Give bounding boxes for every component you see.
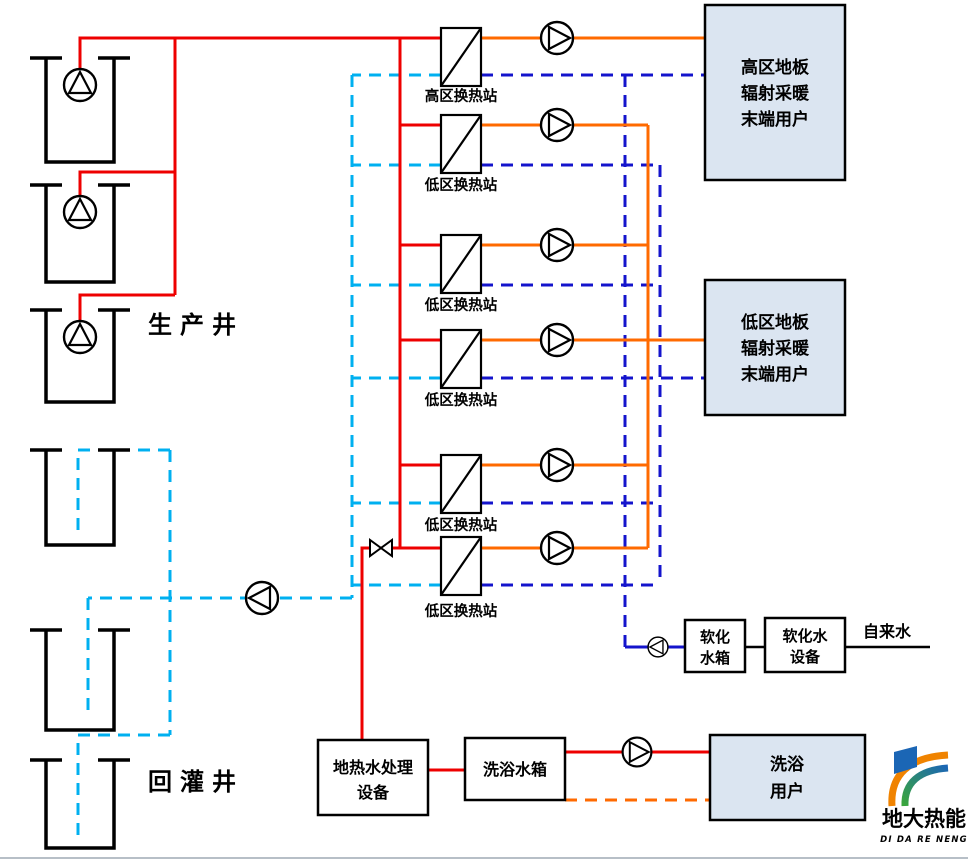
logo-swoosh-inner-icon — [901, 764, 949, 807]
well-body — [44, 310, 116, 404]
heat-exchanger-5 — [439, 453, 483, 515]
svg-text:高区地板: 高区地板 — [741, 57, 810, 78]
svg-text:用户: 用户 — [770, 781, 804, 802]
logo-name: 地大热能 — [882, 807, 966, 831]
bath-user-box — [708, 733, 867, 822]
svg-text:辐射采暖: 辐射采暖 — [741, 338, 810, 359]
exchanger-4-label: 低区换热站 — [424, 391, 498, 409]
logo-subtitle: DI DA RE NENG — [880, 835, 968, 845]
well-pump-2-icon — [62, 194, 98, 230]
labels: 生产井 回灌井 高区换热站 低区换热站 低区换热站 低区换热站 低区换热站 低区… — [148, 57, 912, 802]
well1-riser-and-header — [78, 36, 441, 69]
exchanger-1-label: 高区换热站 — [425, 87, 498, 105]
soft-water-device-box — [763, 616, 847, 674]
reinjection-well-label: 回灌井 — [148, 768, 244, 796]
high-zone-user-label: 高区地板 辐射采暖 末端用户 — [741, 57, 810, 130]
svg-text:末端用户: 末端用户 — [741, 109, 809, 130]
well-body — [44, 185, 116, 284]
reinjection-drop-well-a — [76, 448, 170, 538]
svg-text:软化水: 软化水 — [782, 627, 828, 645]
heat-exchanger-6 — [439, 535, 483, 597]
well-body — [44, 630, 116, 732]
heat-exchanger-2 — [439, 113, 483, 175]
primary-supply-pipes — [78, 36, 710, 772]
heat-exchanger-4 — [439, 328, 483, 390]
exchanger-2-label: 低区换热站 — [424, 176, 498, 194]
exchanger-diagonal — [440, 536, 482, 596]
bath-tank-box — [463, 736, 567, 802]
reinjection-well-1 — [30, 448, 130, 547]
geothermal-treatment-label: 地热水处理 设备 — [333, 758, 413, 802]
well-body — [44, 760, 116, 850]
circulation-pump-3-icon — [539, 227, 575, 263]
circulation-pump-1-icon — [539, 20, 575, 56]
svg-text:软化: 软化 — [700, 628, 730, 646]
exchanger-3-label: 低区换热站 — [424, 296, 498, 314]
svg-text:水箱: 水箱 — [700, 649, 730, 667]
exchanger-diagonal — [440, 329, 482, 389]
exchanger-5-label: 低区换热站 — [424, 516, 498, 534]
logo-flag-icon — [894, 746, 917, 774]
valve-left-triangle — [369, 538, 383, 558]
circulation-pump-4-icon — [539, 322, 575, 358]
reinjection-well-2 — [30, 628, 130, 732]
reinjection-pipes — [76, 73, 441, 838]
well-body — [44, 58, 116, 164]
bath-tank-label: 洗浴水箱 — [483, 760, 547, 779]
well2-riser — [78, 170, 175, 196]
exchanger-6-label: 低区换热站 — [424, 602, 498, 620]
valve-icon — [369, 538, 393, 558]
high-zone-user-box — [703, 3, 847, 182]
secondary-return-pipes — [481, 73, 705, 649]
reinjection-pump-icon — [244, 580, 280, 616]
svg-text:低区地板: 低区地板 — [740, 312, 810, 333]
bath-pump-icon — [621, 736, 653, 768]
bath-user-label: 洗浴 用户 — [770, 754, 805, 802]
svg-text:辐射采暖: 辐射采暖 — [741, 83, 810, 104]
exchanger-diagonal — [440, 234, 482, 294]
svg-text:洗浴: 洗浴 — [770, 754, 805, 775]
svg-text:地热水处理: 地热水处理 — [333, 758, 413, 777]
soft-water-tank-box — [683, 618, 747, 674]
tap-water-label: 自来水 — [863, 622, 912, 641]
heat-exchangers — [439, 26, 483, 597]
svg-text:设备: 设备 — [357, 783, 390, 802]
production-well-3 — [30, 308, 130, 404]
pumps — [62, 20, 669, 768]
soft-water-device-label: 软化水 设备 — [782, 627, 828, 666]
exchanger-diagonal — [440, 27, 482, 87]
bath-branch-pipe — [360, 546, 400, 740]
reinjection-well-3 — [30, 758, 130, 850]
exchanger-diagonal — [440, 114, 482, 174]
reinjection-drop-well-c — [76, 733, 170, 838]
company-logo: 地大热能 DI DA RE NENG — [880, 746, 968, 845]
well-pump-1-icon — [62, 67, 98, 103]
production-well-2 — [30, 183, 130, 284]
soft-water-tank-label: 软化 水箱 — [700, 628, 730, 667]
well3-riser — [78, 293, 175, 321]
well-body — [44, 450, 116, 547]
wells — [30, 56, 130, 850]
production-well-1 — [30, 56, 130, 164]
valve-right-triangle — [379, 538, 393, 558]
svg-text:设备: 设备 — [790, 648, 821, 666]
svg-text:末端用户: 末端用户 — [741, 364, 809, 385]
well-pump-3-icon — [62, 319, 98, 355]
circulation-pump-5-icon — [539, 447, 575, 483]
heat-exchanger-3 — [439, 233, 483, 295]
makeup-pump-icon — [647, 636, 669, 658]
circulation-pump-2-icon — [539, 107, 575, 143]
low-zone-user-box — [703, 278, 847, 417]
production-well-label: 生产井 — [148, 311, 244, 339]
secondary-supply-pipes — [481, 36, 710, 802]
exchanger-diagonal — [440, 454, 482, 514]
boxes — [316, 3, 867, 822]
heat-exchanger-1 — [439, 26, 483, 88]
geothermal-treatment-box — [316, 738, 430, 817]
circulation-pump-6-icon — [539, 530, 575, 566]
low-zone-user-label: 低区地板 辐射采暖 末端用户 — [740, 312, 810, 385]
